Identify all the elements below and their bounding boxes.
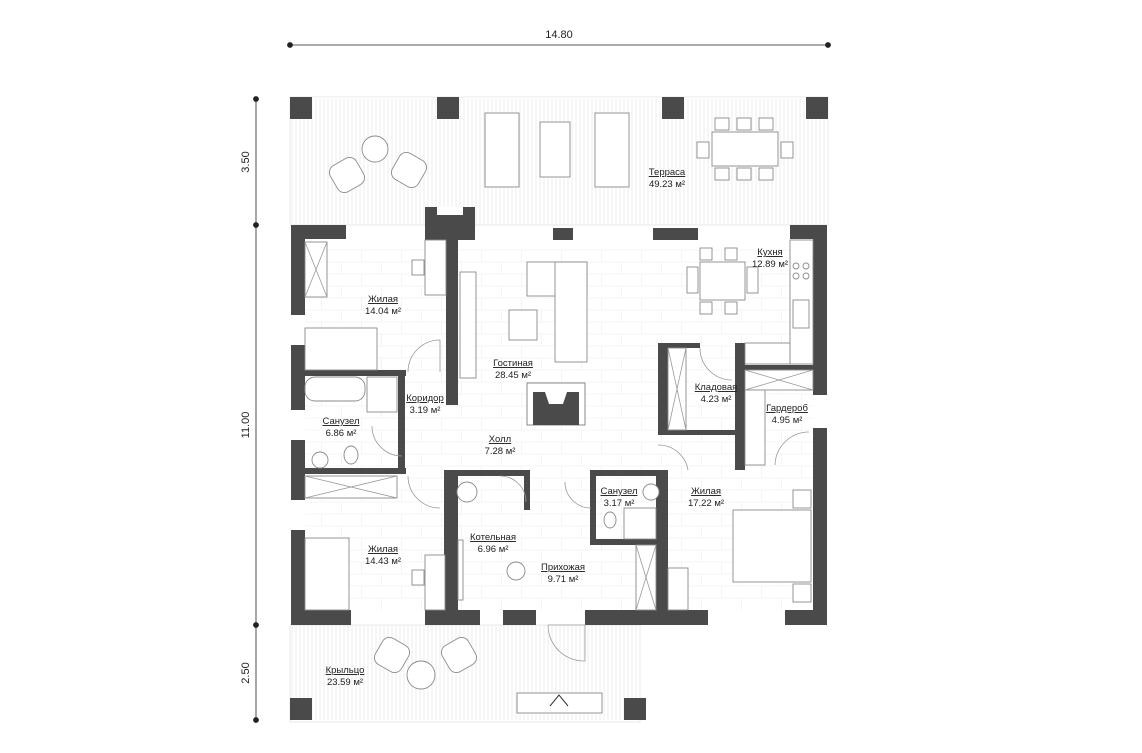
dim-width: 14.80 <box>545 29 573 41</box>
pillars <box>290 97 828 720</box>
room-area: 12.89 м² <box>752 259 788 270</box>
dimension-lines <box>253 42 831 723</box>
terrace-sofa-left <box>484 112 520 188</box>
room-name: Котельная <box>470 532 516 543</box>
room-area: 49.23 м² <box>649 179 685 190</box>
room-name: Крыльцо <box>326 665 365 676</box>
room-area: 3.19 м² <box>410 405 441 416</box>
room-area: 7.28 м² <box>485 446 516 457</box>
room-area: 9.71 м² <box>548 574 579 585</box>
fireplace <box>437 207 586 426</box>
terrace-table <box>539 121 571 178</box>
room-name: Санузел <box>322 416 359 427</box>
room-name: Гардероб <box>766 403 808 414</box>
room-area: 3.17 м² <box>604 498 635 509</box>
furniture <box>304 112 814 714</box>
dim-house: 11.00 <box>240 412 252 439</box>
room-area: 6.86 м² <box>326 428 357 439</box>
room-name: Коридор <box>406 393 444 404</box>
terrace-sofa-right <box>594 112 630 188</box>
dim-terrace: 3.50 <box>240 151 252 172</box>
room-area: 14.43 м² <box>365 556 401 567</box>
room-name: Жилая <box>691 486 721 497</box>
room-name: Санузел <box>600 486 637 497</box>
dim-porch: 2.50 <box>240 662 252 683</box>
room-area: 14.04 м² <box>365 306 401 317</box>
room-name: Жилая <box>368 294 398 305</box>
room-area: 17.22 м² <box>688 498 724 509</box>
room-area: 4.23 м² <box>701 394 732 405</box>
room-name: Кладовая <box>695 382 738 393</box>
room-area: 28.45 м² <box>495 370 531 381</box>
room-name: Гостиная <box>493 358 533 369</box>
room-area: 6.96 м² <box>478 544 509 555</box>
room-area: 23.59 м² <box>327 677 363 688</box>
room-name: Жилая <box>368 544 398 555</box>
room-name: Терраса <box>649 167 686 178</box>
room-name: Холл <box>489 434 511 445</box>
room-name: Кухня <box>757 247 782 258</box>
terrace-dining <box>696 117 794 181</box>
room-name: Прихожая <box>541 562 585 573</box>
room-area: 4.95 м² <box>772 415 803 426</box>
